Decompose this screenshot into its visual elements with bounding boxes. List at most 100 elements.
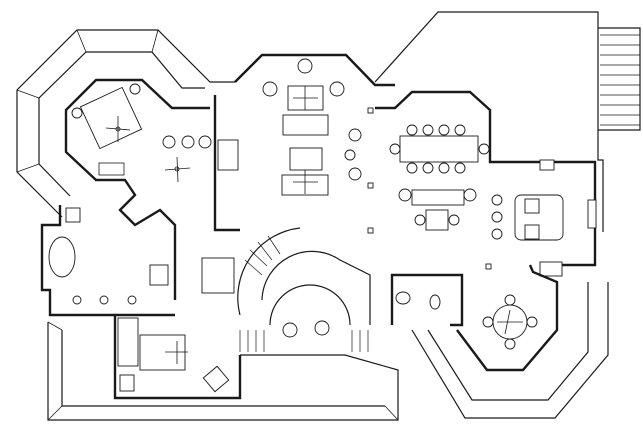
dining-room bbox=[375, 90, 597, 267]
plan-line bbox=[504, 309, 511, 335]
plan-line bbox=[16, 89, 40, 99]
plan-line bbox=[389, 143, 401, 155]
dining-table-icon bbox=[399, 135, 479, 163]
armchair-icon bbox=[198, 135, 212, 149]
spiral-staircase-icon bbox=[201, 227, 371, 352]
plan-line bbox=[504, 294, 516, 306]
master-bath bbox=[40, 178, 177, 317]
plan-line bbox=[16, 163, 40, 173]
plan-line bbox=[367, 107, 374, 114]
toilet-icon bbox=[119, 374, 135, 392]
plan-line bbox=[244, 259, 263, 276]
plan-line bbox=[454, 124, 466, 136]
plan-line bbox=[422, 162, 434, 174]
plan-line bbox=[174, 166, 180, 172]
plan-line bbox=[422, 124, 434, 136]
plan-line bbox=[454, 162, 466, 174]
front-porch-roof bbox=[47, 321, 399, 421]
plan-line bbox=[491, 228, 503, 240]
sink-icon bbox=[395, 291, 411, 305]
plan-line bbox=[374, 11, 641, 131]
plan-line bbox=[491, 211, 503, 223]
plan-line bbox=[448, 214, 460, 226]
plan-line bbox=[269, 284, 351, 326]
master-bedroom bbox=[64, 78, 239, 183]
plan-line bbox=[47, 405, 63, 421]
plan-line bbox=[261, 250, 371, 325]
ceiling-fan-icon bbox=[293, 170, 318, 194]
plan-line bbox=[47, 321, 63, 331]
stove-icon bbox=[524, 224, 540, 240]
dining-chairs bbox=[389, 124, 490, 174]
light-icon bbox=[297, 58, 313, 74]
plan-line bbox=[367, 182, 374, 189]
sink-icon bbox=[539, 159, 555, 171]
armchair-icon bbox=[348, 167, 362, 181]
ceiling-fan-icon bbox=[105, 116, 131, 142]
breakfast-nook bbox=[411, 264, 609, 419]
plan-line bbox=[414, 214, 426, 226]
bed-icon bbox=[79, 86, 143, 150]
plan-line bbox=[249, 249, 268, 267]
plan-line bbox=[427, 282, 589, 401]
armchair-icon bbox=[162, 135, 176, 149]
plan-line bbox=[79, 86, 143, 150]
plan-line bbox=[237, 227, 301, 316]
columns bbox=[367, 107, 492, 270]
plan-line bbox=[98, 162, 125, 176]
plan-line bbox=[40, 205, 175, 317]
sofa-icon bbox=[117, 317, 139, 367]
plan-line bbox=[367, 227, 374, 234]
plan-line bbox=[176, 156, 179, 183]
plan-line bbox=[95, 178, 177, 300]
armchair-icon bbox=[329, 81, 345, 97]
elevator-icon bbox=[201, 257, 235, 294]
closet-icon bbox=[149, 264, 169, 286]
plan-line bbox=[267, 235, 281, 255]
armchair-icon bbox=[398, 188, 412, 202]
plan-line bbox=[411, 282, 609, 419]
plan-line bbox=[438, 124, 450, 136]
ceiling-fan-icon bbox=[497, 309, 523, 335]
armchair-icon bbox=[348, 128, 362, 142]
column-icon bbox=[344, 149, 356, 161]
sink-icon bbox=[99, 295, 109, 305]
ceiling-fan-icon bbox=[293, 86, 318, 110]
kitchen bbox=[491, 159, 597, 277]
plan-line bbox=[478, 143, 490, 155]
plan-line bbox=[61, 330, 385, 407]
toilet-icon bbox=[65, 207, 81, 223]
plan-line bbox=[406, 124, 418, 136]
plan-line bbox=[438, 162, 450, 174]
bedroom-2 bbox=[113, 315, 242, 400]
armchair-icon bbox=[314, 320, 330, 336]
coffee-table-icon bbox=[289, 147, 323, 171]
plan-line bbox=[504, 338, 516, 350]
plan-line bbox=[384, 405, 399, 421]
plan-line bbox=[151, 29, 159, 53]
plan-line bbox=[47, 322, 399, 421]
plan-line bbox=[390, 273, 464, 327]
desk-icon bbox=[202, 365, 230, 393]
left-porch-roof bbox=[16, 29, 235, 218]
toilet-icon bbox=[429, 294, 441, 310]
plan-line bbox=[482, 316, 494, 328]
nightstand-lamp-icon bbox=[71, 107, 83, 119]
ceiling-fan-icon bbox=[164, 156, 191, 183]
ceiling-fan-icon bbox=[165, 341, 188, 364]
plan-line bbox=[597, 130, 604, 232]
plan-line bbox=[64, 78, 210, 181]
plan-line bbox=[485, 263, 492, 270]
armchair-icon bbox=[282, 322, 298, 338]
plan-line bbox=[600, 34, 640, 126]
side-table-icon bbox=[181, 135, 195, 149]
stove-icon bbox=[524, 198, 540, 214]
plan-line bbox=[456, 264, 559, 372]
great-room bbox=[213, 53, 395, 232]
powder-room bbox=[390, 273, 464, 327]
plan-line bbox=[239, 235, 369, 352]
fireplace-icon bbox=[217, 139, 239, 171]
card-table-icon bbox=[425, 209, 449, 231]
bathtub-icon bbox=[48, 236, 76, 278]
